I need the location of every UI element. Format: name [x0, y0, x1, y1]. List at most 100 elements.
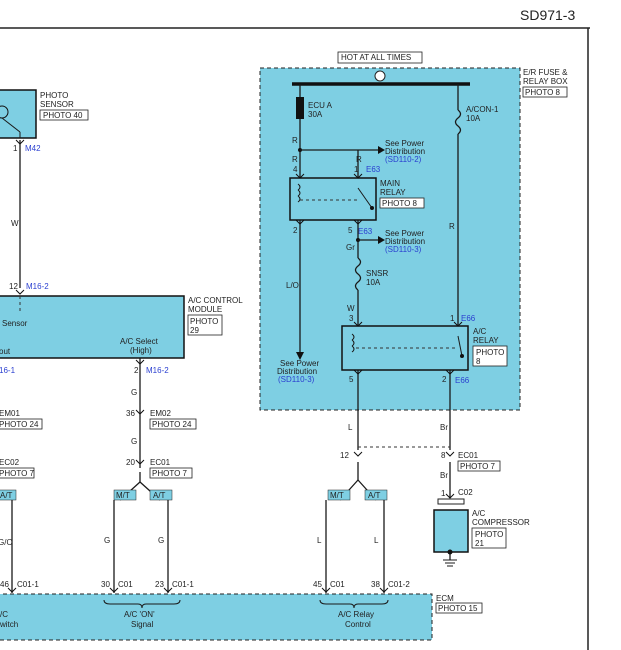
svg-text:L: L	[374, 536, 379, 545]
svg-text:2: 2	[293, 226, 298, 235]
svg-text:G: G	[104, 536, 110, 545]
svg-text:Signal: Signal	[131, 620, 153, 629]
svg-text:A/C 'ON': A/C 'ON'	[124, 610, 155, 619]
svg-text:(SD110-2): (SD110-2)	[385, 155, 422, 164]
ac-control-module	[0, 295, 185, 359]
svg-text:R: R	[356, 155, 362, 164]
svg-text:witch: witch	[0, 620, 18, 629]
photo-sensor	[0, 89, 37, 139]
svg-text:16-1: 16-1	[0, 366, 16, 375]
svg-text:PHOTO: PHOTO	[476, 348, 504, 357]
svg-text:See Power: See Power	[385, 229, 424, 238]
tab-at-mid	[149, 489, 173, 501]
tab-mt-mid	[113, 489, 137, 501]
svg-text:8: 8	[441, 451, 446, 460]
fuse-box-photo: PHOTO 8	[525, 88, 561, 97]
svg-text:/C: /C	[0, 610, 8, 619]
svg-text:A/C: A/C	[473, 327, 487, 336]
ac-compressor	[433, 509, 469, 553]
svg-text:M42: M42	[25, 144, 41, 153]
svg-text:EC02: EC02	[0, 458, 20, 467]
ecu-a-fuse	[296, 97, 304, 119]
svg-text:L/O: L/O	[286, 281, 299, 290]
svg-text:C01: C01	[118, 580, 133, 589]
svg-text:2: 2	[134, 366, 139, 375]
svg-text:Distribution: Distribution	[385, 147, 425, 156]
svg-text:A/C: A/C	[472, 509, 486, 518]
svg-text:A/T: A/T	[0, 491, 13, 500]
svg-text:C01-2: C01-2	[388, 580, 410, 589]
svg-text:PHOTO 24: PHOTO 24	[0, 420, 39, 429]
svg-text:12: 12	[9, 282, 18, 291]
svg-text:A/T: A/T	[153, 491, 166, 500]
svg-text:3: 3	[349, 314, 354, 323]
svg-text:PHOTO 7: PHOTO 7	[152, 469, 188, 478]
hot-at-all-times-box	[337, 51, 423, 64]
svg-text:1: 1	[354, 165, 359, 174]
compressor-connector	[437, 498, 465, 505]
ac-relay-connector-bottom: E66	[455, 376, 470, 385]
svg-text:R: R	[292, 155, 298, 164]
svg-text:EC01: EC01	[458, 451, 479, 460]
svg-text:29: 29	[190, 326, 199, 335]
svg-text:G/O: G/O	[0, 538, 13, 547]
svg-text:G: G	[131, 437, 137, 446]
svg-text:ECM: ECM	[436, 594, 454, 603]
svg-text:30: 30	[101, 580, 110, 589]
fuse-ecu-amp: 30A	[308, 110, 323, 119]
svg-text:5: 5	[349, 375, 354, 384]
svg-text:L: L	[317, 536, 322, 545]
svg-text:PHOTO: PHOTO	[190, 317, 218, 326]
tab-at-right	[364, 489, 388, 501]
svg-text:MODULE: MODULE	[188, 305, 222, 314]
svg-text:EM01: EM01	[0, 409, 20, 418]
tab-mt-right	[327, 489, 351, 501]
fuse-ecu-name: ECU A	[308, 101, 333, 110]
svg-text:RELAY: RELAY	[380, 188, 406, 197]
bus-terminal	[374, 70, 386, 82]
svg-text:4: 4	[293, 165, 298, 174]
svg-text:EC01: EC01	[150, 458, 171, 467]
svg-text:C01-1: C01-1	[17, 580, 39, 589]
svg-text:Gr: Gr	[346, 243, 355, 252]
svg-text:1: 1	[13, 144, 18, 153]
ac-relay	[341, 325, 469, 371]
svg-text:PHOTO 7: PHOTO 7	[0, 469, 35, 478]
svg-text:46: 46	[0, 580, 9, 589]
svg-text:C01-1: C01-1	[172, 580, 194, 589]
fuse-box-title-2: RELAY BOX	[523, 77, 568, 86]
svg-text:R: R	[449, 222, 455, 231]
svg-text:M16-2: M16-2	[146, 366, 169, 375]
svg-text:G: G	[158, 536, 164, 545]
svg-text:W: W	[347, 304, 355, 313]
svg-text:Distribution: Distribution	[277, 367, 317, 376]
svg-text:45: 45	[313, 580, 322, 589]
svg-text:M/T: M/T	[116, 491, 130, 500]
main-relay	[289, 177, 377, 221]
svg-text:10A: 10A	[466, 114, 481, 123]
svg-text:A/T: A/T	[368, 491, 381, 500]
svg-text:Br: Br	[440, 423, 448, 432]
svg-text:Sensor: Sensor	[2, 319, 28, 328]
svg-text:See Power: See Power	[280, 359, 319, 368]
acon-1-fuse	[454, 109, 462, 135]
svg-text:C01: C01	[330, 580, 345, 589]
svg-text:MAIN: MAIN	[380, 179, 400, 188]
snsr-fuse	[354, 257, 362, 291]
svg-text:R: R	[292, 136, 298, 145]
main-relay-connector: E63	[366, 165, 381, 174]
svg-text:(SD110-3): (SD110-3)	[385, 245, 422, 254]
svg-text:A/C CONTROL: A/C CONTROL	[188, 296, 243, 305]
svg-text:L: L	[348, 423, 353, 432]
svg-text:(High): (High)	[130, 346, 152, 355]
svg-text:out: out	[0, 347, 11, 356]
fuse-box-title-1: E/R FUSE &	[523, 68, 568, 77]
svg-text:1: 1	[450, 314, 455, 323]
svg-text:2: 2	[442, 375, 447, 384]
svg-text:1: 1	[441, 489, 446, 498]
svg-text:PHOTO 40: PHOTO 40	[43, 111, 83, 120]
svg-text:SNSR: SNSR	[366, 269, 388, 278]
main-relay-photo: PHOTO 8	[382, 199, 418, 208]
svg-text:20: 20	[126, 458, 135, 467]
